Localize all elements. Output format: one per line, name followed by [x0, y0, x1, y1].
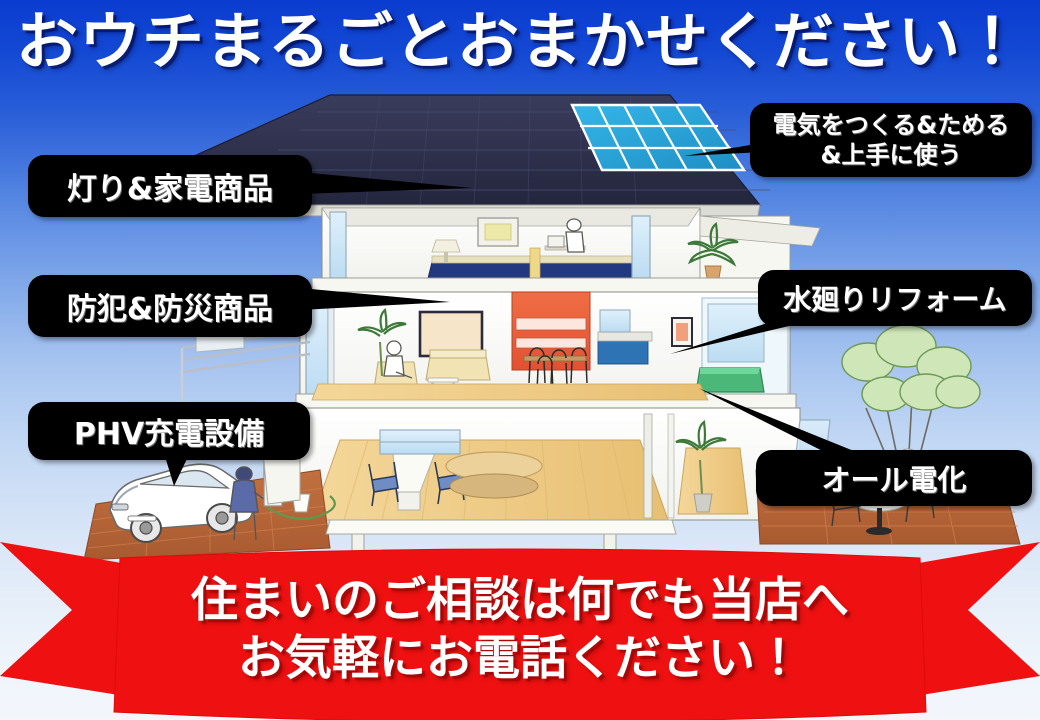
- callout-all-electric-label: オール電化: [821, 463, 967, 497]
- promo-ribbon-text: 住まいのご相談は何でも当店へ お気軽にお電話ください！: [120, 572, 920, 688]
- callout-security-disaster[interactable]: 防犯&防災商品: [28, 275, 312, 337]
- callout-lighting-appliances-label: 灯り&家電商品: [66, 172, 274, 207]
- callout-water-reform[interactable]: 水廻りリフォーム: [758, 270, 1032, 326]
- living-plant: [357, 307, 407, 377]
- promo-ribbon-line1: 住まいのご相談は何でも当店へ: [191, 573, 849, 628]
- person-charging: [229, 466, 269, 541]
- promo-ribbon: [0, 542, 1040, 720]
- pointer-secure: [300, 288, 450, 310]
- page-title: おウチまるごとおまかせください！: [15, 5, 1024, 78]
- upper-floor: [311, 207, 821, 293]
- callout-lighting-appliances[interactable]: 灯り&家電商品: [28, 155, 312, 217]
- callout-power-generation-label-line1: 電気をつくる&ためる: [772, 111, 1010, 139]
- ground-floor: [289, 407, 801, 521]
- callout-water-reform-label: 水廻りリフォーム: [783, 283, 1007, 316]
- callout-all-electric[interactable]: オール電化: [756, 450, 1032, 506]
- callout-phv-charging-label: PHV充電設備: [73, 417, 265, 452]
- callout-power-generation-label-line2: &上手に使う: [820, 141, 962, 169]
- ground-plant: [675, 420, 727, 513]
- middle-floor: [295, 291, 797, 409]
- promo-ribbon-line2: お気軽にお電話ください！: [238, 631, 802, 686]
- callout-security-disaster-label: 防犯&防災商品: [66, 292, 274, 327]
- callout-power-generation[interactable]: 電気をつくる&ためる &上手に使う: [750, 103, 1032, 177]
- callout-phv-charging[interactable]: PHV充電設備: [28, 402, 310, 460]
- pointer-light: [300, 172, 472, 194]
